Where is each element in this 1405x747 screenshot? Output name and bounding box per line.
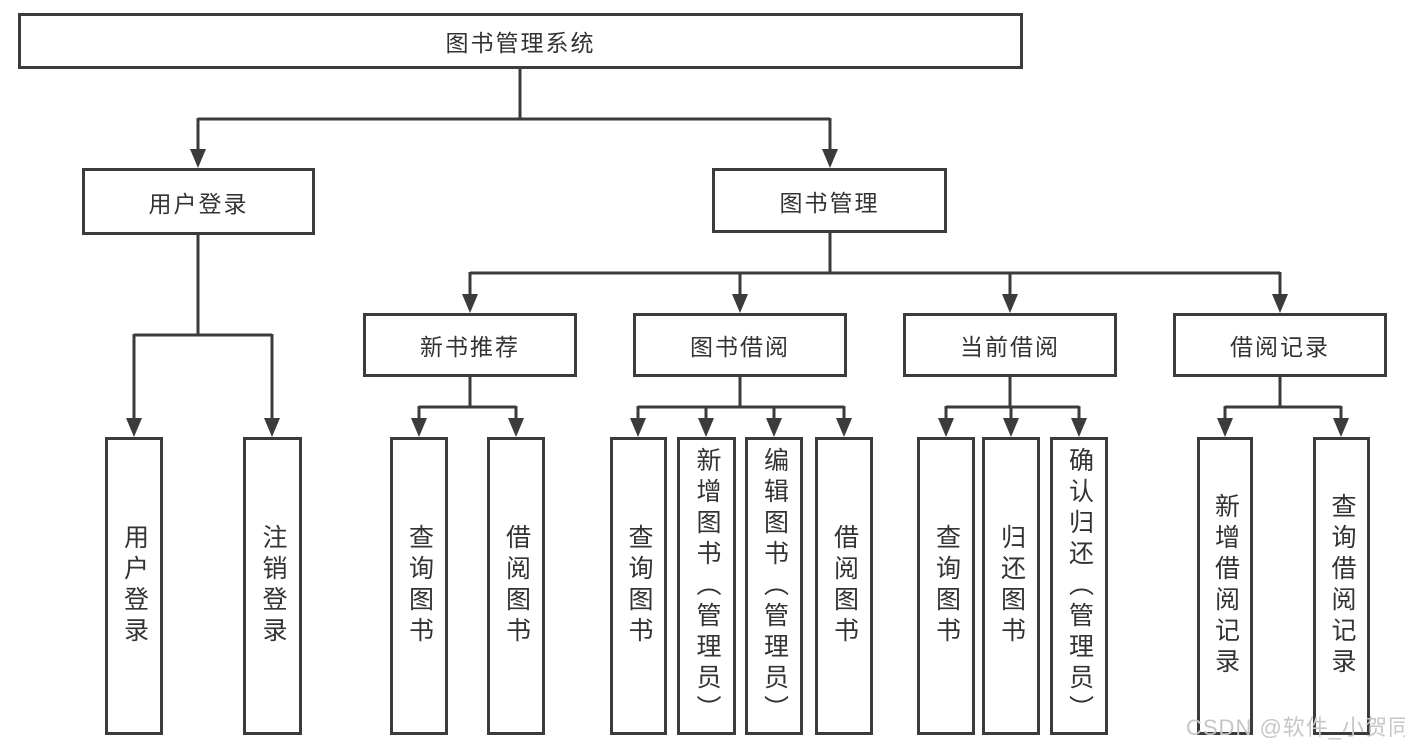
leaf-add-borrow-record: 新增借阅记录 xyxy=(1197,437,1253,735)
leaf-add-borrow-record-label: 新增借阅记录 xyxy=(1211,493,1240,679)
node-borrow-records-label: 借阅记录 xyxy=(1230,334,1330,360)
node-borrow-records: 借阅记录 xyxy=(1173,313,1387,377)
leaf-recommend-query-books-label: 查询图书 xyxy=(405,524,434,648)
node-book-borrow-label: 图书借阅 xyxy=(690,334,790,360)
node-book-management: 图书管理 xyxy=(712,168,947,233)
node-user-login-label: 用户登录 xyxy=(148,190,249,217)
node-book-management-label: 图书管理 xyxy=(779,189,880,216)
leaf-logout: 注销登录 xyxy=(243,437,302,735)
leaf-return-books-label: 归还图书 xyxy=(997,524,1026,648)
arrowhead-icons xyxy=(126,149,1349,437)
leaf-user-login-label: 用户登录 xyxy=(120,524,149,648)
leaf-confirm-return-admin: 确认归还（管理员） xyxy=(1050,437,1108,735)
leaf-query-borrow-record-label: 查询借阅记录 xyxy=(1328,493,1356,679)
leaf-borrow-books-label: 借阅图书 xyxy=(830,524,859,648)
leaf-recommend-query-books: 查询图书 xyxy=(390,437,448,735)
node-current-borrow: 当前借阅 xyxy=(903,313,1117,377)
node-new-book-recommend: 新书推荐 xyxy=(363,313,577,377)
leaf-borrow-query-books-label: 查询图书 xyxy=(625,524,653,648)
leaf-logout-label: 注销登录 xyxy=(259,524,287,648)
leaf-add-books-admin-label: 新增图书（管理员） xyxy=(693,446,721,726)
leaf-edit-books-admin-label: 编辑图书（管理员） xyxy=(760,446,789,726)
leaf-current-query-books-label: 查询图书 xyxy=(932,524,961,648)
node-book-borrow: 图书借阅 xyxy=(633,313,847,377)
leaf-recommend-borrow-books: 借阅图书 xyxy=(487,437,545,735)
node-root: 图书管理系统 xyxy=(18,13,1023,69)
leaf-return-books: 归还图书 xyxy=(982,437,1040,735)
leaf-borrow-query-books: 查询图书 xyxy=(610,437,667,735)
leaf-query-borrow-record: 查询借阅记录 xyxy=(1313,437,1370,735)
node-new-book-recommend-label: 新书推荐 xyxy=(420,334,520,360)
node-user-login: 用户登录 xyxy=(82,168,315,235)
leaf-confirm-return-admin-label: 确认归还（管理员） xyxy=(1065,446,1094,726)
leaf-edit-books-admin: 编辑图书（管理员） xyxy=(745,437,803,735)
leaf-recommend-borrow-books-label: 借阅图书 xyxy=(502,524,531,648)
node-current-borrow-label: 当前借阅 xyxy=(960,334,1060,360)
watermark: CSDN @软件_小贺同学 xyxy=(1186,715,1405,740)
leaf-user-login: 用户登录 xyxy=(105,437,163,735)
leaf-current-query-books: 查询图书 xyxy=(917,437,975,735)
leaf-add-books-admin: 新增图书（管理员） xyxy=(677,437,736,735)
leaf-borrow-books: 借阅图书 xyxy=(815,437,873,735)
node-root-label: 图书管理系统 xyxy=(445,30,596,56)
